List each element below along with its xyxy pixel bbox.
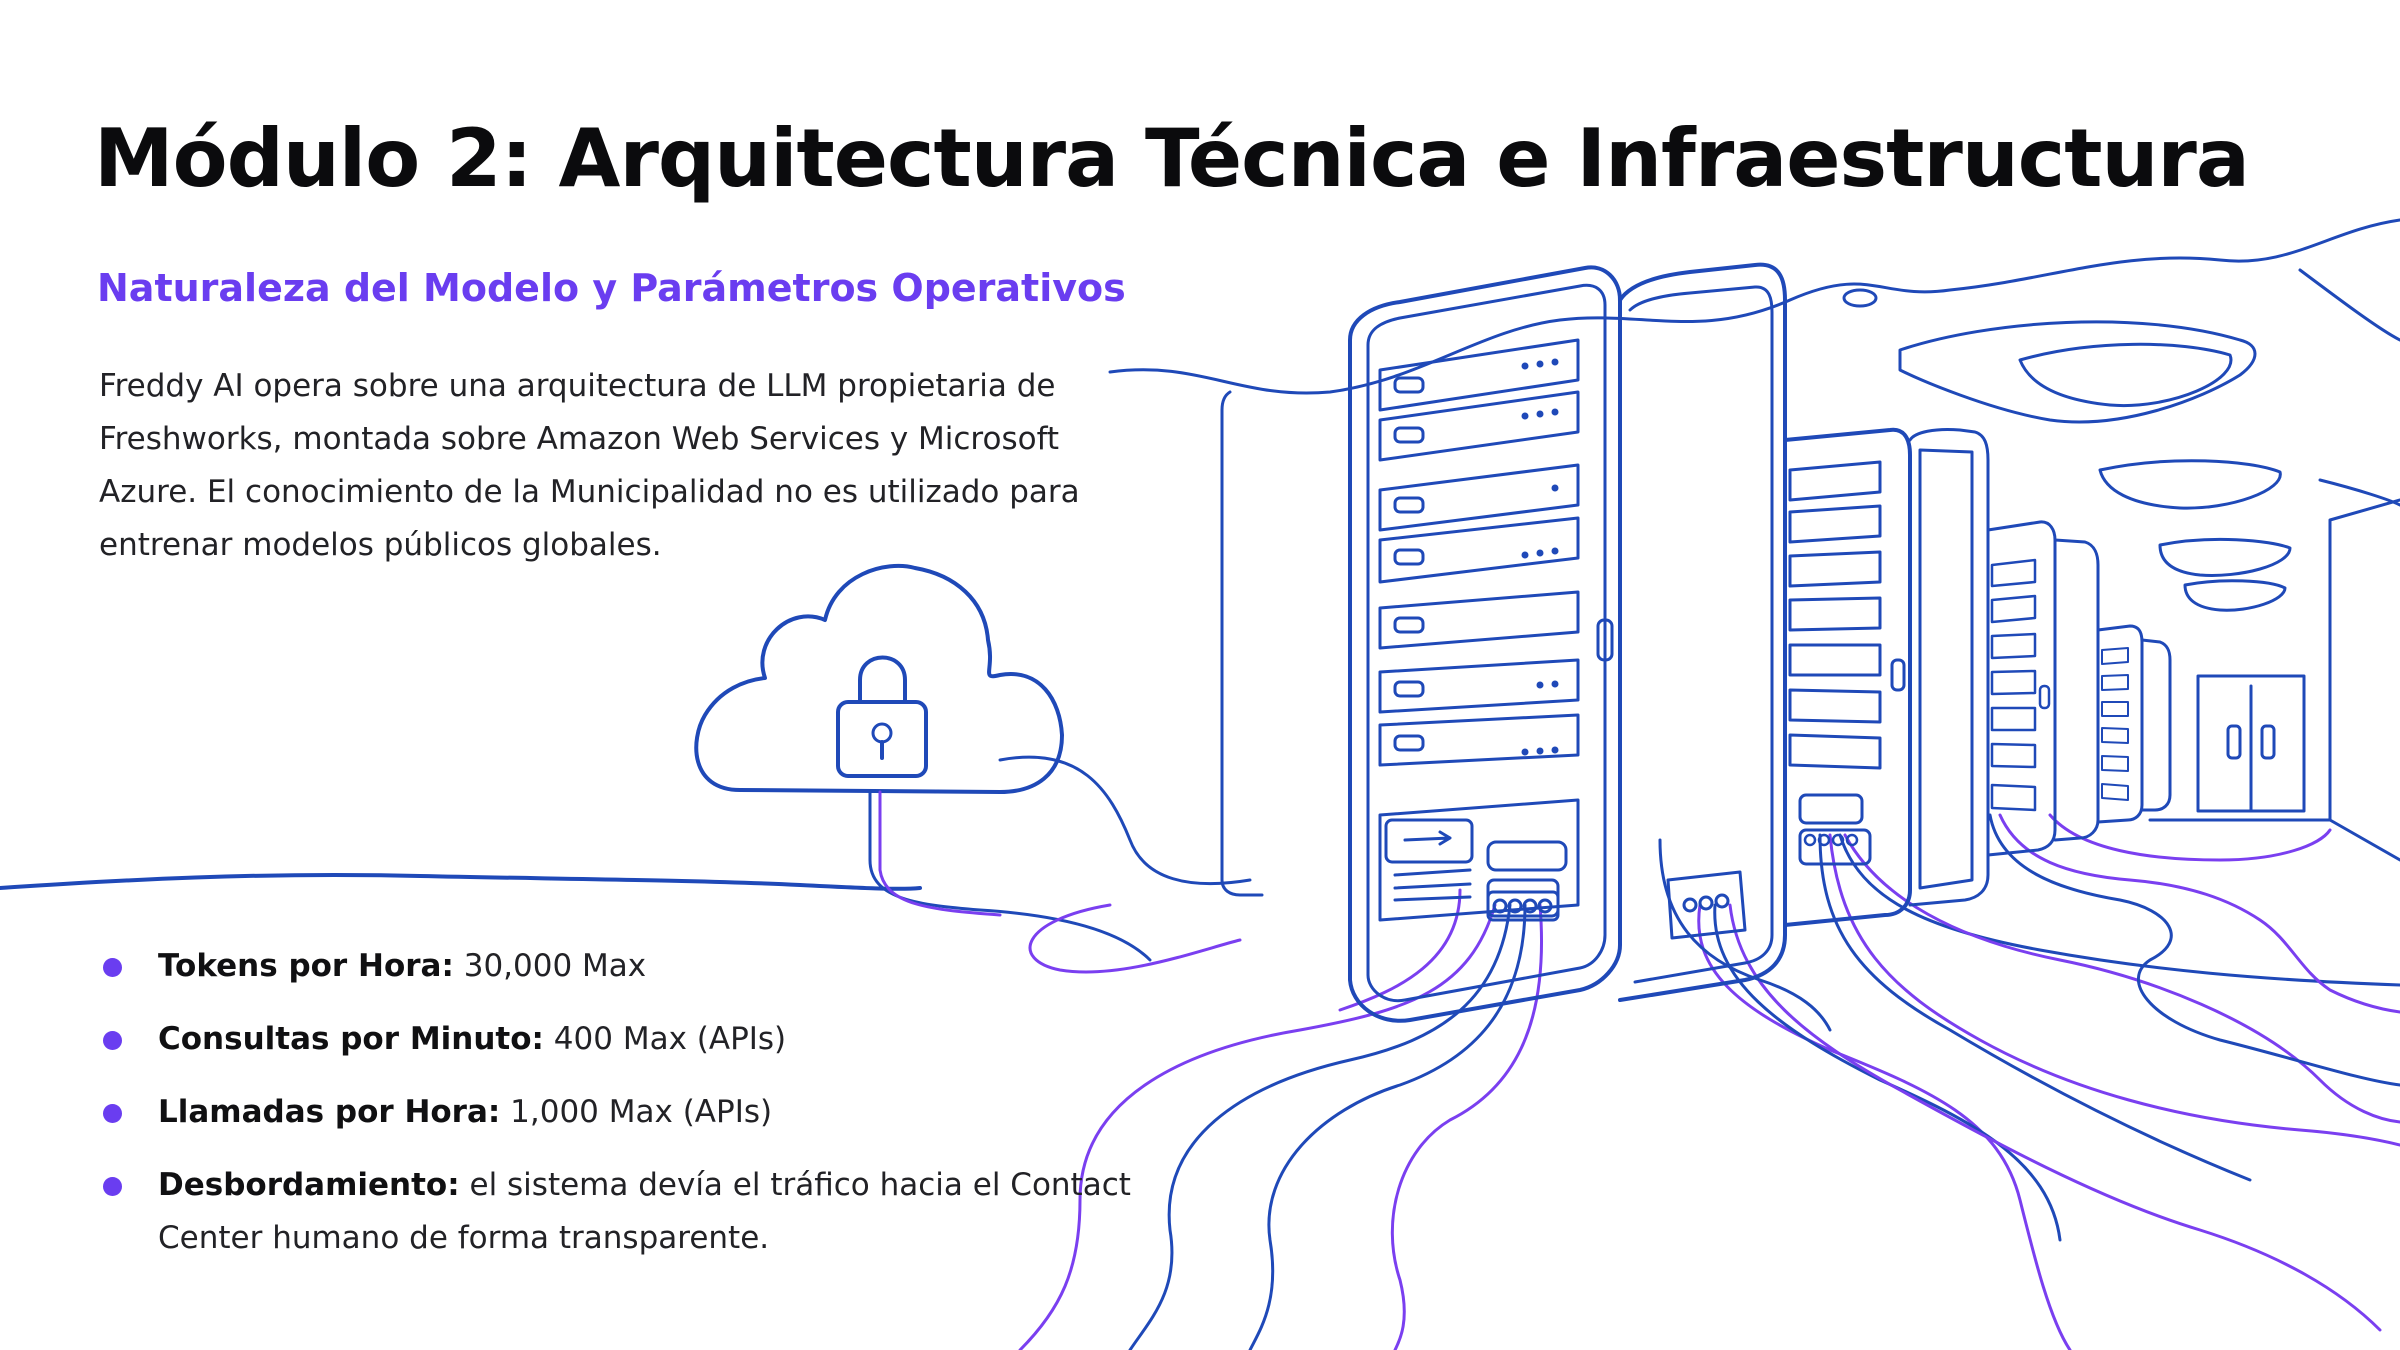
server-rack-icon	[1986, 520, 2100, 857]
bullet-text: el sistema devía el tráfico hacia el Con…	[459, 1167, 1131, 1203]
bullet-dot-icon	[103, 1031, 122, 1050]
intro-line: Azure. El conocimiento de la Municipalid…	[99, 474, 1080, 510]
padlock-icon	[836, 655, 928, 778]
bullet-label: Desbordamiento:	[158, 1167, 460, 1203]
intro-paragraph: Freddy AI opera sobre una arquitectura d…	[99, 360, 1099, 572]
bullet-label: Consultas por Minuto:	[158, 1021, 544, 1057]
parameters-list: Tokens por Hora: 30,000 Max Consultas po…	[100, 940, 1131, 1285]
bullet-dot-icon	[103, 958, 122, 977]
list-item-overflow: Desbordamiento: el sistema devía el tráf…	[100, 1159, 1131, 1265]
intro-line: entrenar modelos públicos globales.	[99, 527, 662, 563]
bullet-text-continuation: Center humano de forma transparente.	[158, 1220, 770, 1256]
floating-ring	[1842, 288, 1878, 308]
bullet-text: 30,000 Max	[453, 948, 647, 984]
bullet-dot-icon	[103, 1177, 122, 1196]
bullet-text: 1,000 Max (APIs)	[500, 1094, 773, 1130]
wavy-contour-line	[1108, 218, 2400, 395]
intro-line: Freshworks, montada sobre Amazon Web Ser…	[99, 421, 1060, 457]
section-subtitle: Naturaleza del Modelo y Parámetros Opera…	[97, 266, 1126, 310]
server-rack-icon	[1348, 262, 1787, 1023]
bullet-dot-icon	[103, 1104, 122, 1123]
ground-line	[0, 872, 922, 891]
bullet-text: 400 Max (APIs)	[543, 1021, 787, 1057]
bullet-label: Llamadas por Hora:	[158, 1094, 501, 1130]
server-rack-icon	[1783, 427, 1990, 927]
server-rack-icon	[2096, 624, 2172, 824]
bullet-label: Tokens por Hora:	[158, 948, 454, 984]
corridor-door-icon	[2196, 674, 2306, 813]
corridor-right-wall	[2328, 498, 2400, 862]
list-item-queries: Consultas por Minuto: 400 Max (APIs)	[100, 1013, 1131, 1066]
intro-line: Freddy AI opera sobre una arquitectura d…	[99, 368, 1056, 404]
list-item-tokens: Tokens por Hora: 30,000 Max	[100, 940, 1131, 993]
list-item-calls: Llamadas por Hora: 1,000 Max (APIs)	[100, 1086, 1131, 1139]
slide-title: Módulo 2: Arquitectura Técnica e Infraes…	[94, 112, 2250, 205]
cloud-icon	[694, 563, 1064, 794]
